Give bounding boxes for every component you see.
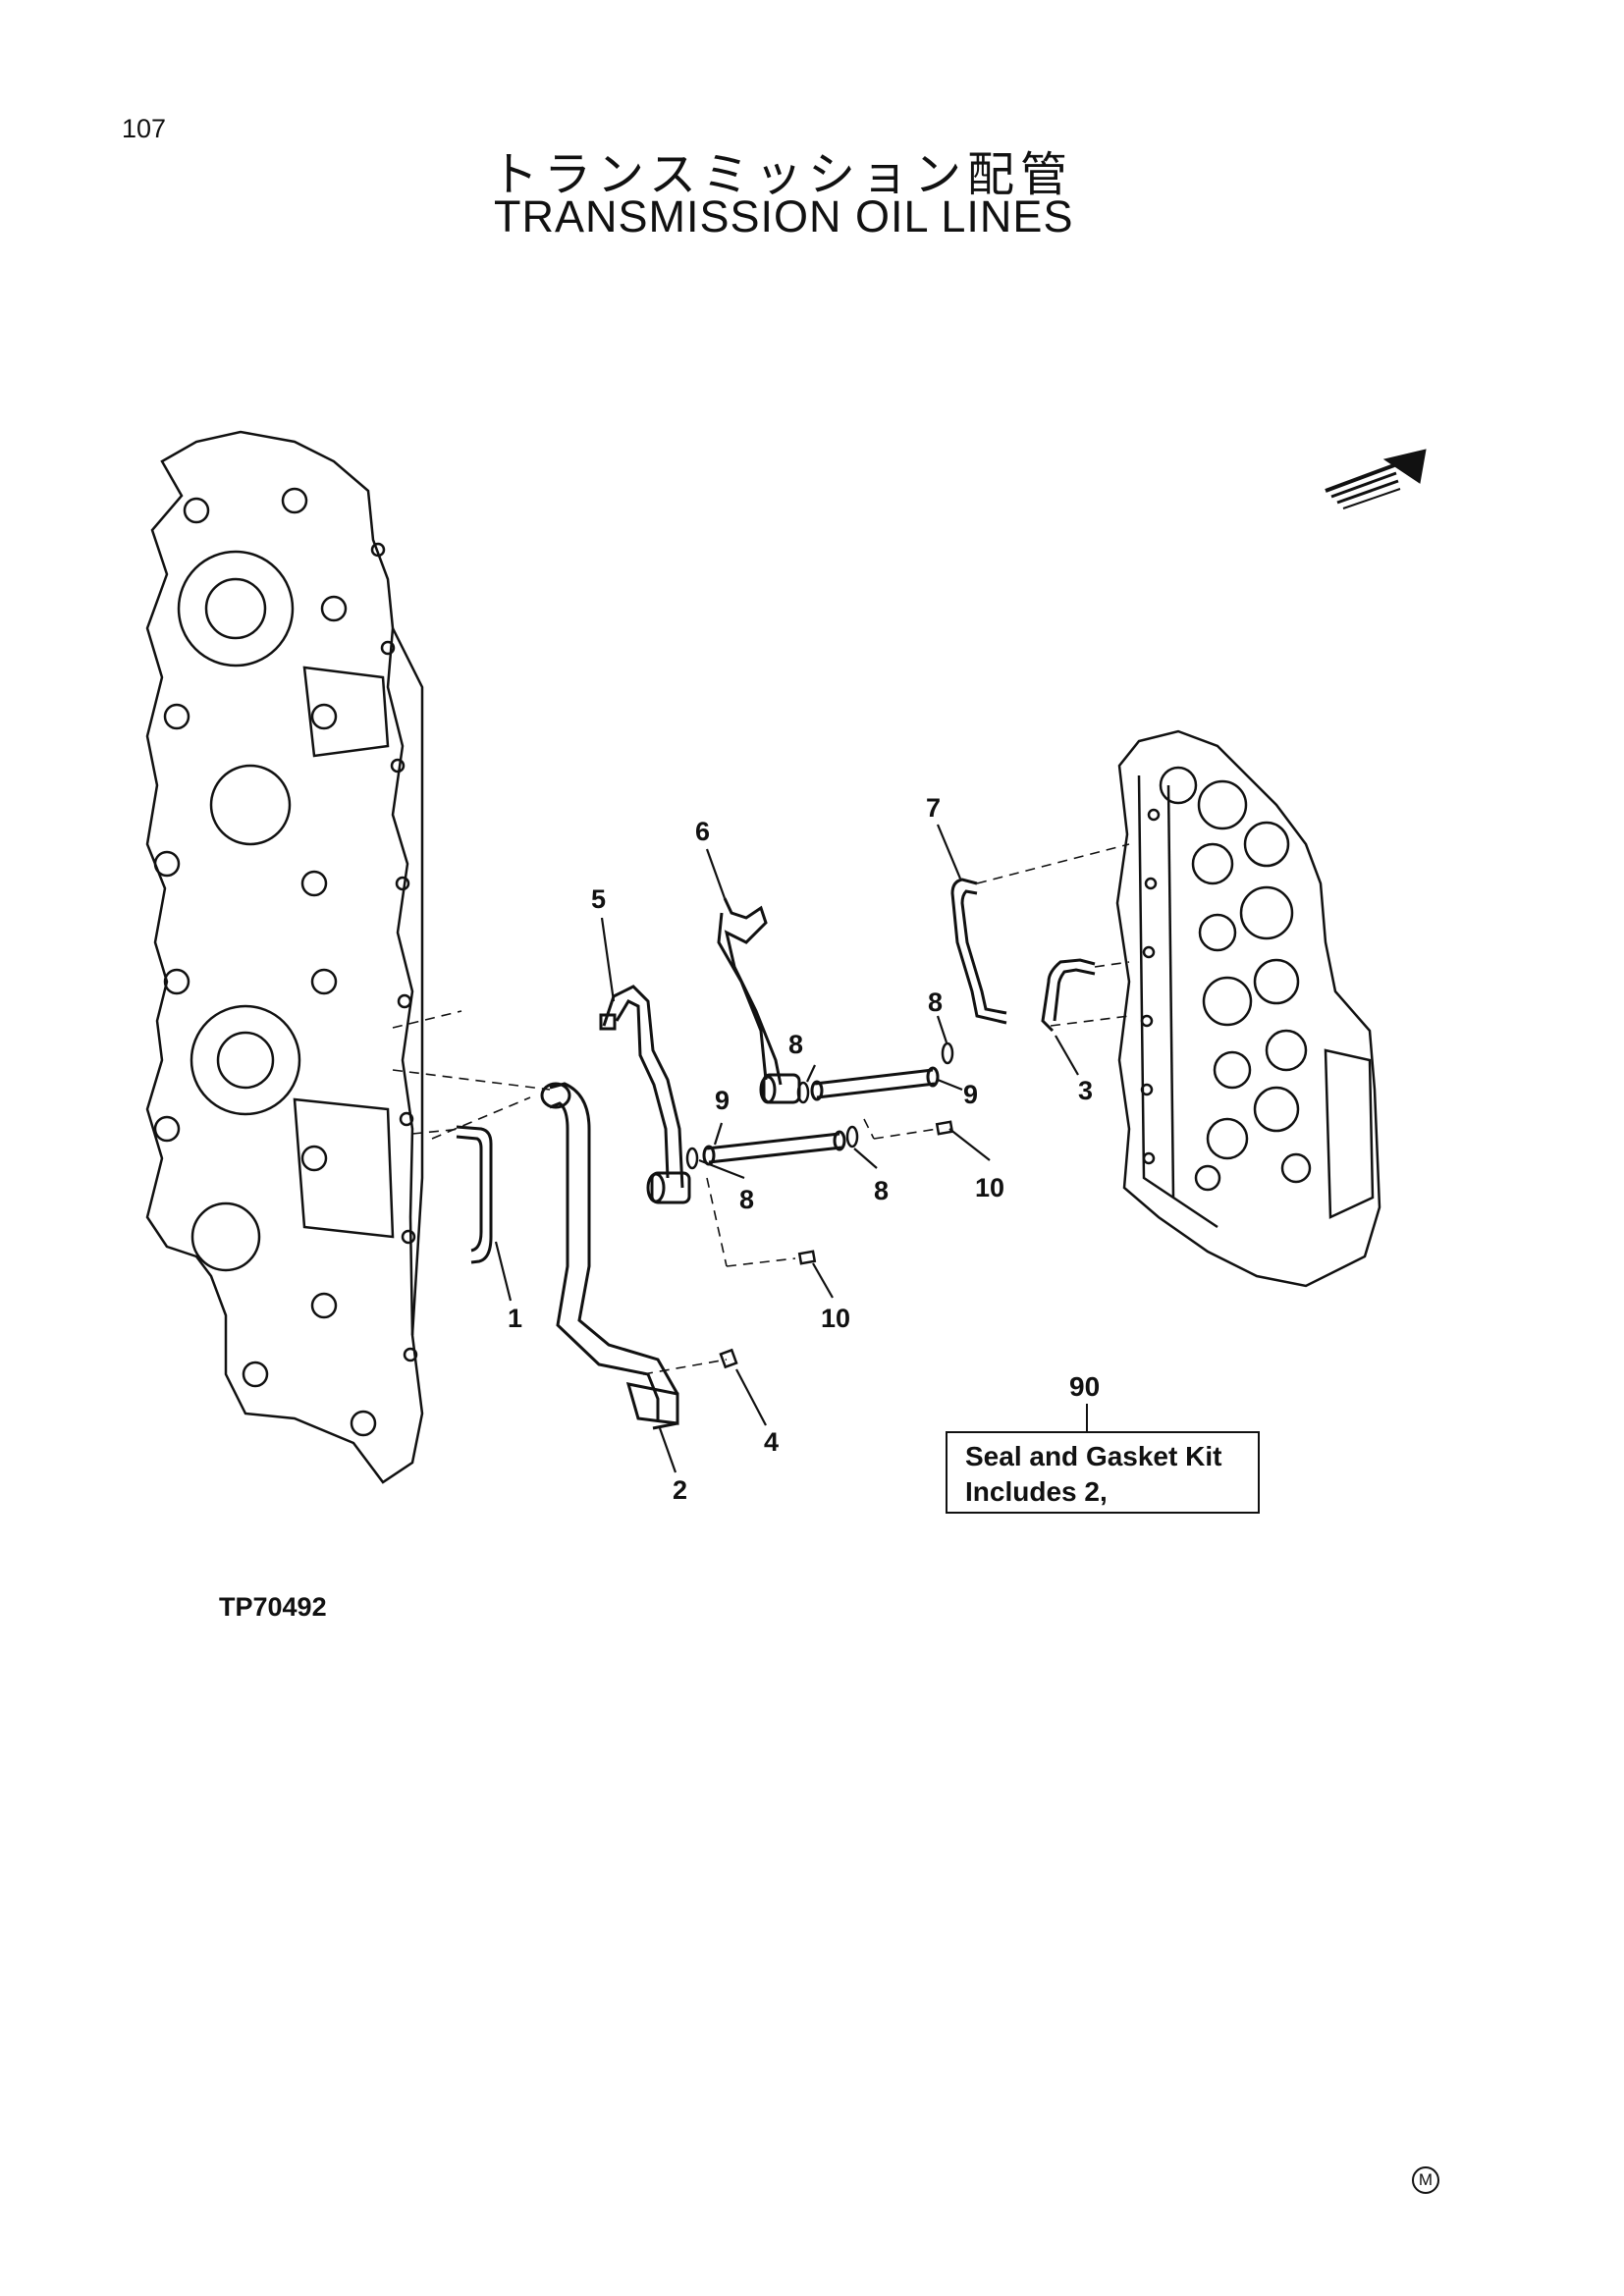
alignment-lines	[392, 843, 1130, 1375]
part-1-oil-tube	[456, 1125, 493, 1264]
callout-10-lower: 10	[821, 1304, 850, 1333]
callout-9-lower: 9	[715, 1086, 730, 1115]
part-9-tube-lower	[702, 1130, 846, 1166]
callout-labels: 1 2 3 4 5 6 7 8 8 8 8 9 9 10 10	[508, 793, 1093, 1505]
callout-4: 4	[764, 1427, 779, 1457]
kit-line-2: Includes 2,	[965, 1476, 1108, 1507]
callout-7: 7	[926, 793, 941, 823]
kit-callout-number: 90	[1069, 1371, 1101, 1402]
part-4-plug	[719, 1348, 738, 1369]
part-10-fittings	[797, 1120, 954, 1265]
page-number: 107	[122, 114, 167, 143]
callout-8-lower-right: 8	[874, 1176, 889, 1205]
callout-leaders	[494, 824, 1079, 1473]
seal-gasket-kit-box: Seal and Gasket Kit Includes 2,	[946, 1431, 1260, 1514]
callout-8-upper-left: 8	[788, 1030, 803, 1059]
right-transmission-housing	[1115, 729, 1381, 1288]
part-8-o-rings	[685, 1041, 954, 1170]
figure-reference: TP70492	[219, 1592, 327, 1622]
front-direction-arrow-icon	[1325, 449, 1427, 509]
page-title-japanese: トランスミッション配管	[491, 147, 1074, 202]
page-title-english: TRANSMISSION OIL LINES	[494, 191, 1074, 241]
callout-8-lower-left: 8	[739, 1185, 754, 1214]
kit-callout-leader	[1086, 1404, 1088, 1431]
callout-9-upper: 9	[963, 1080, 978, 1109]
part-2-oil-line	[540, 1082, 679, 1430]
part-6-oil-line	[717, 897, 801, 1104]
callout-6: 6	[695, 817, 710, 846]
part-7-oil-tube	[950, 878, 1007, 1025]
part-9-tube-upper	[810, 1066, 940, 1101]
footer-mark: M	[1412, 2166, 1439, 2194]
left-transmission-housing	[145, 430, 424, 1484]
part-5-oil-line	[599, 985, 691, 1204]
callout-5: 5	[591, 884, 606, 914]
callout-10-right: 10	[975, 1173, 1004, 1202]
callout-2: 2	[673, 1475, 687, 1505]
callout-1: 1	[508, 1304, 522, 1333]
part-3-oil-tube	[1041, 958, 1096, 1033]
callout-3: 3	[1078, 1076, 1093, 1105]
callout-8-upper-right: 8	[928, 988, 943, 1017]
kit-line-1: Seal and Gasket Kit	[965, 1441, 1222, 1471]
